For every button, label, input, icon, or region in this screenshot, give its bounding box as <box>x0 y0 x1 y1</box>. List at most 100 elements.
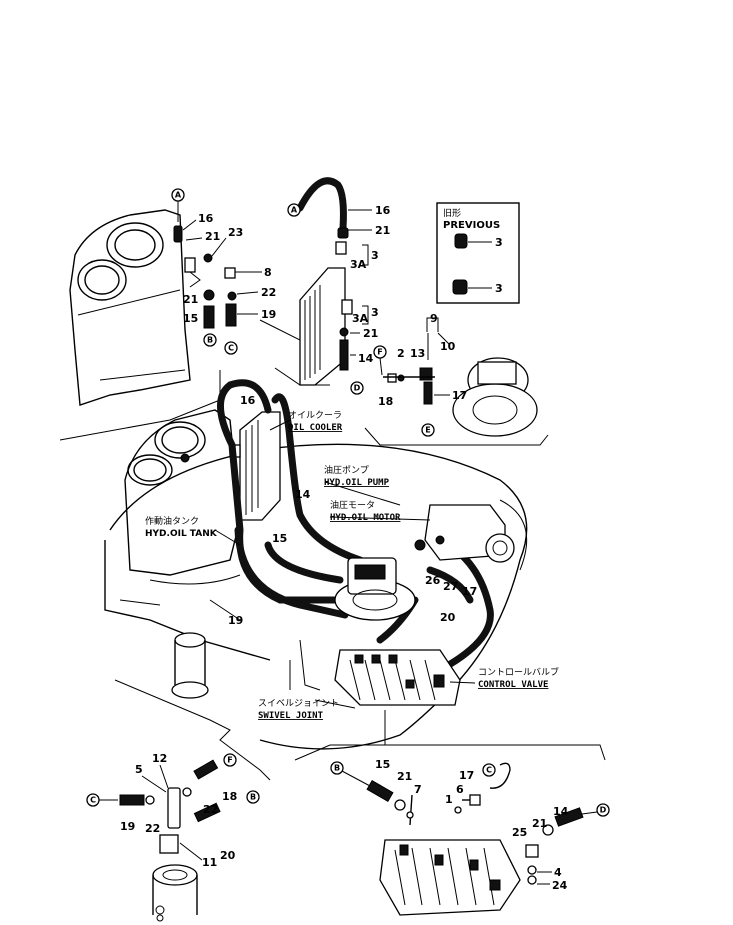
svg-text:3A: 3A <box>350 258 367 271</box>
svg-text:20: 20 <box>220 849 236 862</box>
svg-text:21: 21 <box>532 817 547 830</box>
swivel-hose-19 <box>119 794 145 806</box>
svg-text:10: 10 <box>440 340 456 353</box>
main-hose-14 <box>271 393 364 564</box>
tank-body-outline <box>69 209 191 406</box>
callout-B-swivel: B <box>246 790 260 804</box>
previous-frame <box>436 202 520 304</box>
svg-text:C: C <box>486 766 492 775</box>
svg-text:14: 14 <box>553 805 569 818</box>
callout-C-tank: C <box>224 341 238 355</box>
valve-label-jp: コントロールバルブ <box>478 666 559 678</box>
cooler-detail: A D 16 21 3 3A 3 3A 21 14 <box>274 177 391 395</box>
label-21b: 21 <box>183 293 198 306</box>
label-21: 21 <box>205 230 220 243</box>
svg-text:15: 15 <box>272 532 287 545</box>
svg-text:D: D <box>600 806 607 815</box>
svg-text:24: 24 <box>552 879 568 892</box>
oil-cooler-label-jp: オイルクーラ <box>288 410 342 421</box>
label-19: 19 <box>261 308 276 321</box>
label-23: 23 <box>228 226 243 239</box>
svg-text:1: 1 <box>445 793 453 806</box>
main-tank-outline <box>124 409 241 576</box>
tank-hose-19 <box>225 303 237 327</box>
label-16: 16 <box>198 212 214 225</box>
valve-detail-body <box>379 839 521 916</box>
svg-text:18: 18 <box>222 790 237 803</box>
tank-label-jp: 作動油タンク <box>145 515 199 527</box>
valve-hose-15 <box>366 779 394 803</box>
svg-text:17: 17 <box>459 769 474 782</box>
svg-text:3: 3 <box>371 306 379 319</box>
svg-text:C: C <box>228 344 234 353</box>
callout-C-swivel: C <box>86 793 118 807</box>
tank-detail: A B C 16 21 23 8 21 22 15 19 <box>59 188 321 441</box>
callout-E-motor: E <box>421 423 435 437</box>
swivel-label-jp: スイベルジョイント <box>258 699 339 709</box>
svg-text:17: 17 <box>452 389 467 402</box>
valve-hose-14 <box>554 807 584 827</box>
swivel-hose-18 <box>193 759 219 780</box>
svg-text:19: 19 <box>120 820 135 833</box>
svg-text:A: A <box>291 206 298 215</box>
svg-text:2: 2 <box>397 347 405 360</box>
swivel-joint-body <box>171 681 209 699</box>
svg-text:21: 21 <box>397 770 412 783</box>
cooler-hose-16 <box>296 177 347 232</box>
svg-text:3: 3 <box>495 282 503 295</box>
svg-text:C: C <box>90 796 96 805</box>
svg-text:3: 3 <box>371 249 379 262</box>
svg-text:22: 22 <box>145 822 160 835</box>
previous-box: 旧形 PREVIOUS 3 3 <box>436 202 520 304</box>
svg-text:F: F <box>227 756 232 765</box>
callout-C-valve: C <box>482 763 496 777</box>
svg-text:13: 13 <box>410 347 425 360</box>
valve-label-en: CONTROL VALVE <box>478 680 548 690</box>
swivel-label-en: SWIVEL JOINT <box>258 711 324 721</box>
callout-D-cooler: D <box>350 381 364 395</box>
svg-text:7: 7 <box>414 783 422 796</box>
svg-text:16: 16 <box>375 204 391 217</box>
callout-A-cooler: A <box>287 203 301 217</box>
main-hose-15 <box>264 541 344 584</box>
svg-text:18: 18 <box>378 395 393 408</box>
callout-F-motor: F <box>373 345 387 376</box>
pump-label-jp: 油圧ポンプ <box>324 464 369 476</box>
main-view: 16 14 15 19 26 27 17 20 オイルクーラ OIL COOLE… <box>104 379 559 750</box>
svg-text:22: 22 <box>203 803 218 816</box>
svg-text:A: A <box>175 191 182 200</box>
svg-text:27: 27 <box>443 580 458 593</box>
callout-D-valve: D <box>581 803 610 817</box>
label-22: 22 <box>261 286 276 299</box>
svg-text:F: F <box>377 348 382 357</box>
svg-text:19: 19 <box>228 614 243 627</box>
label-8: 8 <box>264 266 272 279</box>
callout-B-tank: B <box>203 333 217 347</box>
tank-port-lower <box>77 259 127 301</box>
svg-text:6: 6 <box>456 783 464 796</box>
valve-detail: B C D 15 21 7 17 6 1 14 21 25 4 24 <box>294 744 610 916</box>
label-15: 15 <box>183 312 198 325</box>
svg-text:14: 14 <box>358 352 374 365</box>
svg-text:5: 5 <box>135 763 143 776</box>
callout-A-tank: A <box>171 188 185 222</box>
svg-text:20: 20 <box>440 611 456 624</box>
tank-hose-15 <box>203 305 215 329</box>
svg-text:E: E <box>425 426 430 435</box>
svg-text:B: B <box>207 336 213 345</box>
svg-text:B: B <box>250 793 256 802</box>
svg-text:14: 14 <box>295 488 311 501</box>
previous-title-jp: 旧形 <box>443 207 461 219</box>
svg-text:4: 4 <box>554 866 562 879</box>
svg-text:3A: 3A <box>352 312 369 325</box>
tank-fitting <box>184 257 196 273</box>
previous-title-en: PREVIOUS <box>443 220 500 231</box>
tank-hose-16 <box>173 225 183 243</box>
svg-text:12: 12 <box>152 752 167 765</box>
main-hose-19 <box>234 526 349 619</box>
motor-label-jp: 油圧モータ <box>330 499 375 511</box>
svg-text:26: 26 <box>425 574 441 587</box>
svg-text:17: 17 <box>462 585 477 598</box>
swivel-base <box>152 864 198 886</box>
